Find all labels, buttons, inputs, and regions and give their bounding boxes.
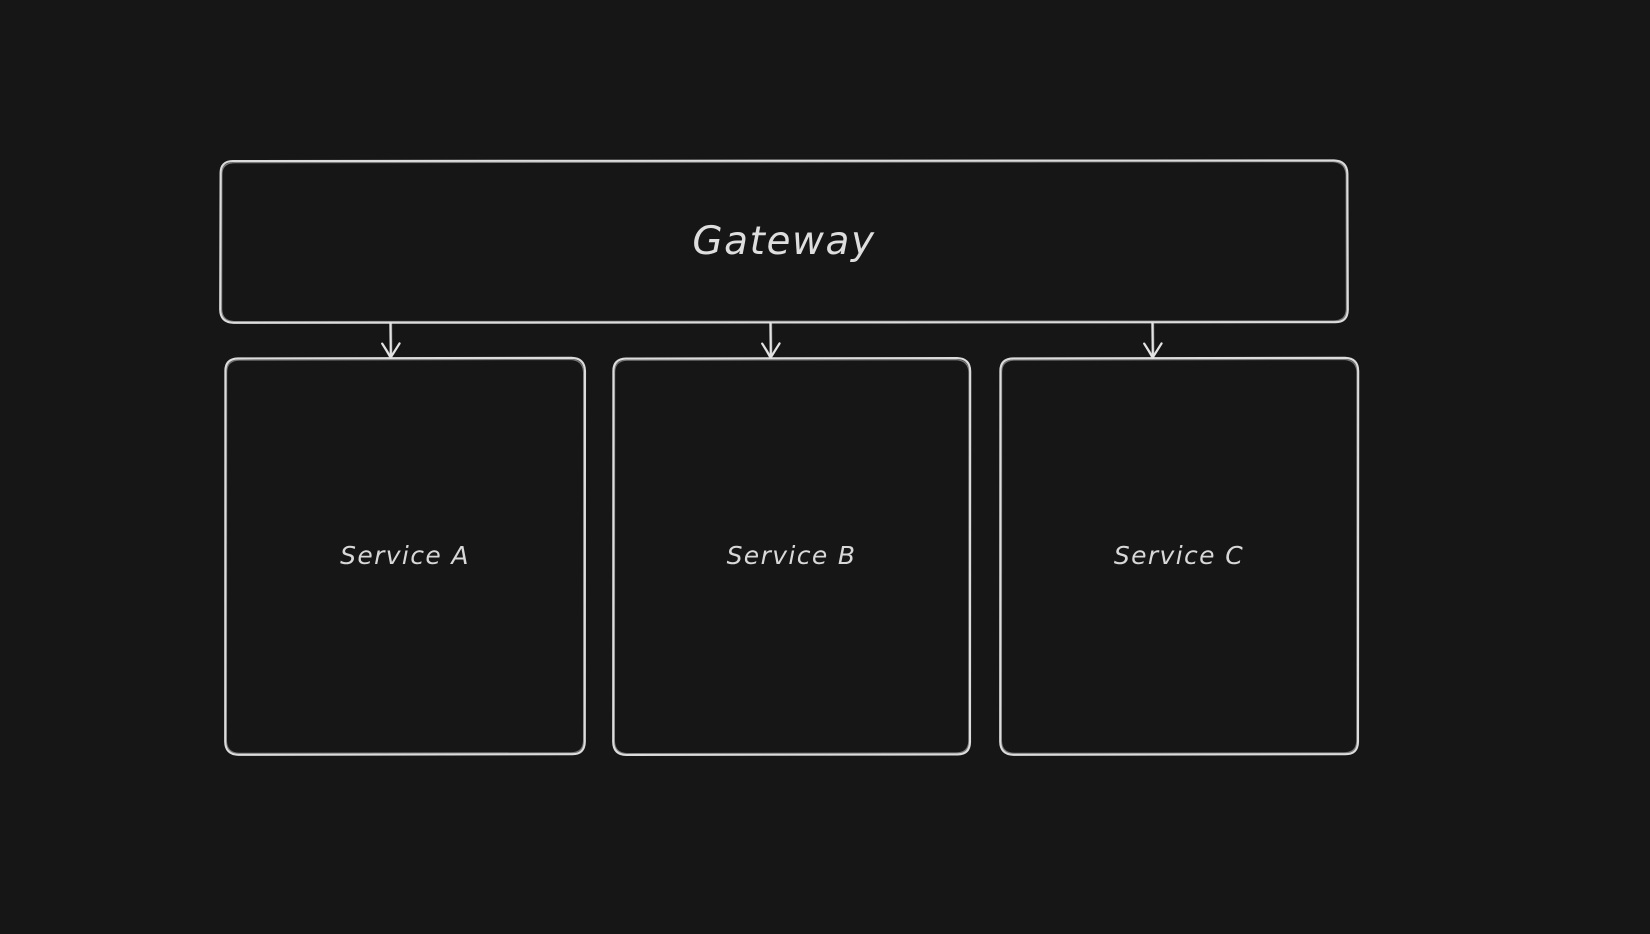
edge-gateway-to-service-c-pass2 [1144,323,1162,358]
node-service-c-label: Service C [1113,541,1245,570]
node-service-b[interactable]: Service B [613,375,970,755]
node-service-a[interactable]: Service A [225,375,585,755]
node-gateway[interactable]: Gateway [220,160,1348,323]
node-gateway-label: Gateway [692,219,876,264]
edge-gateway-to-service-c [1143,321,1163,359]
node-service-a-label: Service A [340,541,470,570]
edge-gateway-to-service-b [761,321,781,359]
node-service-b-label: Service B [726,541,857,570]
edge-gateway-to-service-b-pass2 [762,323,780,358]
edge-gateway-to-service-a-pass2 [382,323,400,358]
edge-gateway-to-service-a [381,321,401,359]
node-service-c[interactable]: Service C [1000,375,1358,755]
